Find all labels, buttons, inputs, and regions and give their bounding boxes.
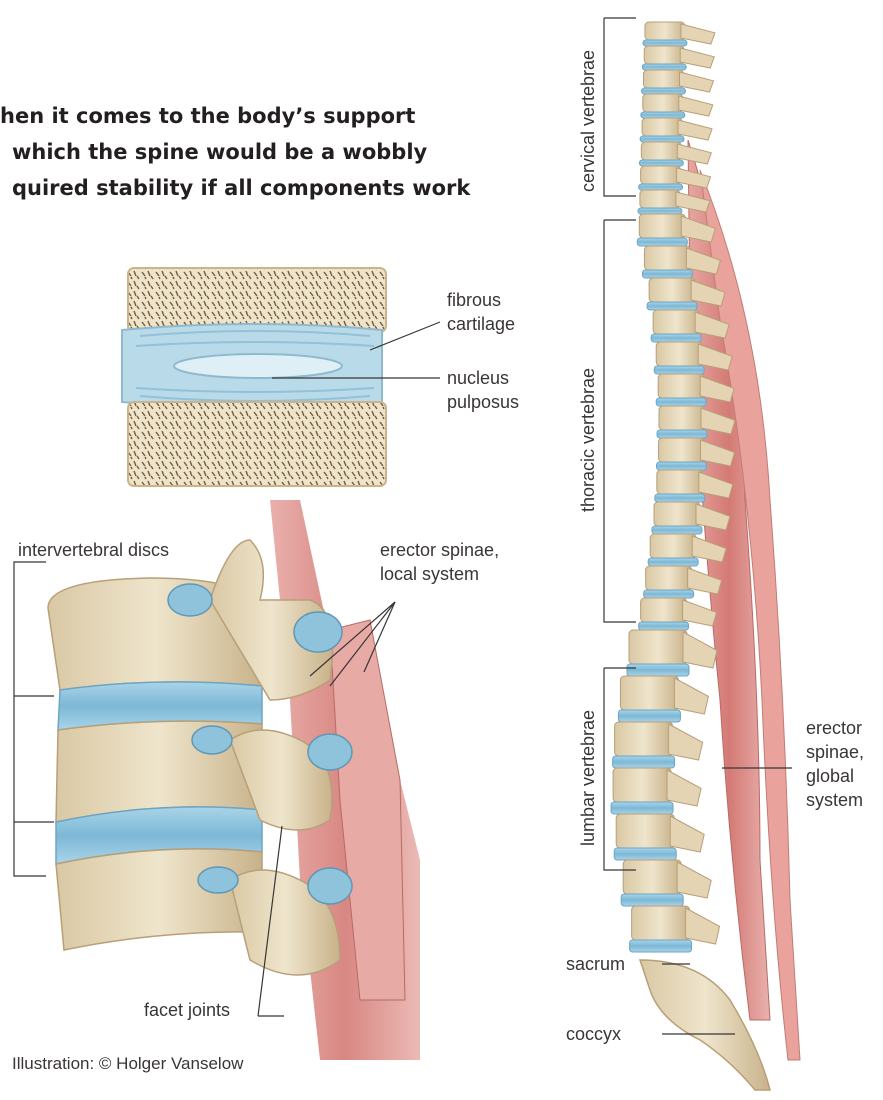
intervertebral-disc <box>641 112 685 118</box>
vertebra-body <box>616 814 674 848</box>
intervertebral-disc <box>655 494 705 502</box>
label-thoracic-vertebrae: thoracic vertebrae <box>578 368 599 512</box>
label-lumbar-vertebrae: lumbar vertebrae <box>578 710 599 846</box>
disc-cross-section <box>122 268 440 486</box>
spinous-process <box>670 816 704 852</box>
intervertebral-disc <box>611 802 673 814</box>
vertebra-body <box>613 768 671 802</box>
intervertebral-disc <box>640 136 684 142</box>
label-erector-local-line1: erector spinae, <box>380 538 499 562</box>
vertebrae-closeup <box>14 500 420 1060</box>
label-nucleus-pulposus-line2: pulposus <box>447 390 519 414</box>
intervertebral-disc <box>648 558 698 566</box>
label-coccyx: coccyx <box>566 1022 621 1046</box>
label-erector-global-line4: system <box>806 788 864 812</box>
intervertebral-disc <box>644 590 694 598</box>
vertebra-body <box>645 22 685 40</box>
label-erector-global-line3: global <box>806 764 864 788</box>
illustration-credit: Illustration: © Holger Vanselow <box>12 1052 243 1076</box>
spinous-process <box>669 724 703 760</box>
label-erector-local-line2: local system <box>380 562 499 586</box>
vertebra-body <box>623 860 681 894</box>
vertebra-body <box>644 70 684 88</box>
intervertebral-disc <box>643 40 687 46</box>
intervertebral-disc <box>642 64 686 70</box>
intervertebral-disc <box>651 334 701 342</box>
label-sacrum: sacrum <box>566 952 625 976</box>
full-spine <box>604 18 800 1090</box>
vertebra-body <box>615 722 673 756</box>
spinous-process <box>674 678 708 714</box>
vertebra-body <box>641 166 681 184</box>
intervertebral-disc <box>639 160 683 166</box>
label-erector-global-line1: erector <box>806 716 864 740</box>
intervertebral-disc <box>637 238 687 246</box>
vertebra-body <box>642 118 682 136</box>
vertebra-body <box>650 534 696 558</box>
intervertebral-disc <box>657 430 707 438</box>
intervertebral-disc <box>638 208 682 214</box>
vertebra-body <box>644 46 684 64</box>
vertebra-body <box>643 94 683 112</box>
vertebra-body <box>654 502 700 526</box>
vertebra-body <box>620 676 678 710</box>
intervertebral-disc <box>642 88 686 94</box>
spinous-process <box>667 770 701 806</box>
label-fibrous-cartilage-line2: cartilage <box>447 312 515 336</box>
vertebra-body <box>640 190 680 208</box>
vertebra-body <box>659 438 705 462</box>
vertebra-body <box>646 566 692 590</box>
label-intervertebral-discs: intervertebral discs <box>18 538 169 562</box>
vertebra-body <box>656 342 702 366</box>
vertebra-body <box>659 406 705 430</box>
label-erector-local: erector spinae, local system <box>380 538 499 586</box>
intervertebral-disc <box>639 622 689 630</box>
label-nucleus-pulposus: nucleus pulposus <box>447 366 519 414</box>
spinous-process <box>686 908 720 944</box>
intervertebral-disc <box>642 270 692 278</box>
vertebra-body <box>629 630 687 664</box>
intervertebral-disc <box>654 366 704 374</box>
label-cervical-vertebrae: cervical vertebrae <box>578 50 599 192</box>
label-fibrous-cartilage-line1: fibrous <box>447 288 515 312</box>
spinous-process <box>677 862 711 898</box>
vertebra-body <box>641 598 687 622</box>
vertebra-body <box>649 278 695 302</box>
intervertebral-disc <box>618 710 680 722</box>
intervertebral-disc <box>613 756 675 768</box>
intervertebral-disc <box>614 848 676 860</box>
label-fibrous-cartilage: fibrous cartilage <box>447 288 515 336</box>
intervertebral-disc <box>639 184 683 190</box>
vertebra-body <box>632 906 690 940</box>
intervertebral-disc <box>630 940 692 952</box>
label-erector-global-line2: spinae, <box>806 740 864 764</box>
vertebra-body <box>639 214 685 238</box>
vertebra-body <box>653 310 699 334</box>
intervertebral-disc <box>627 664 689 676</box>
intervertebral-disc <box>647 302 697 310</box>
label-nucleus-pulposus-line1: nucleus <box>447 366 519 390</box>
label-erector-global: erector spinae, global system <box>806 716 864 812</box>
vertebra-body <box>641 142 681 160</box>
intervertebral-disc <box>652 526 702 534</box>
vertebra-body <box>657 470 703 494</box>
label-facet-joints: facet joints <box>144 998 230 1022</box>
intervertebral-disc <box>621 894 683 906</box>
intervertebral-disc <box>657 462 707 470</box>
intervertebral-disc <box>656 398 706 406</box>
spinous-process <box>683 632 717 668</box>
vertebra-body <box>644 246 690 270</box>
vertebra-body <box>658 374 704 398</box>
